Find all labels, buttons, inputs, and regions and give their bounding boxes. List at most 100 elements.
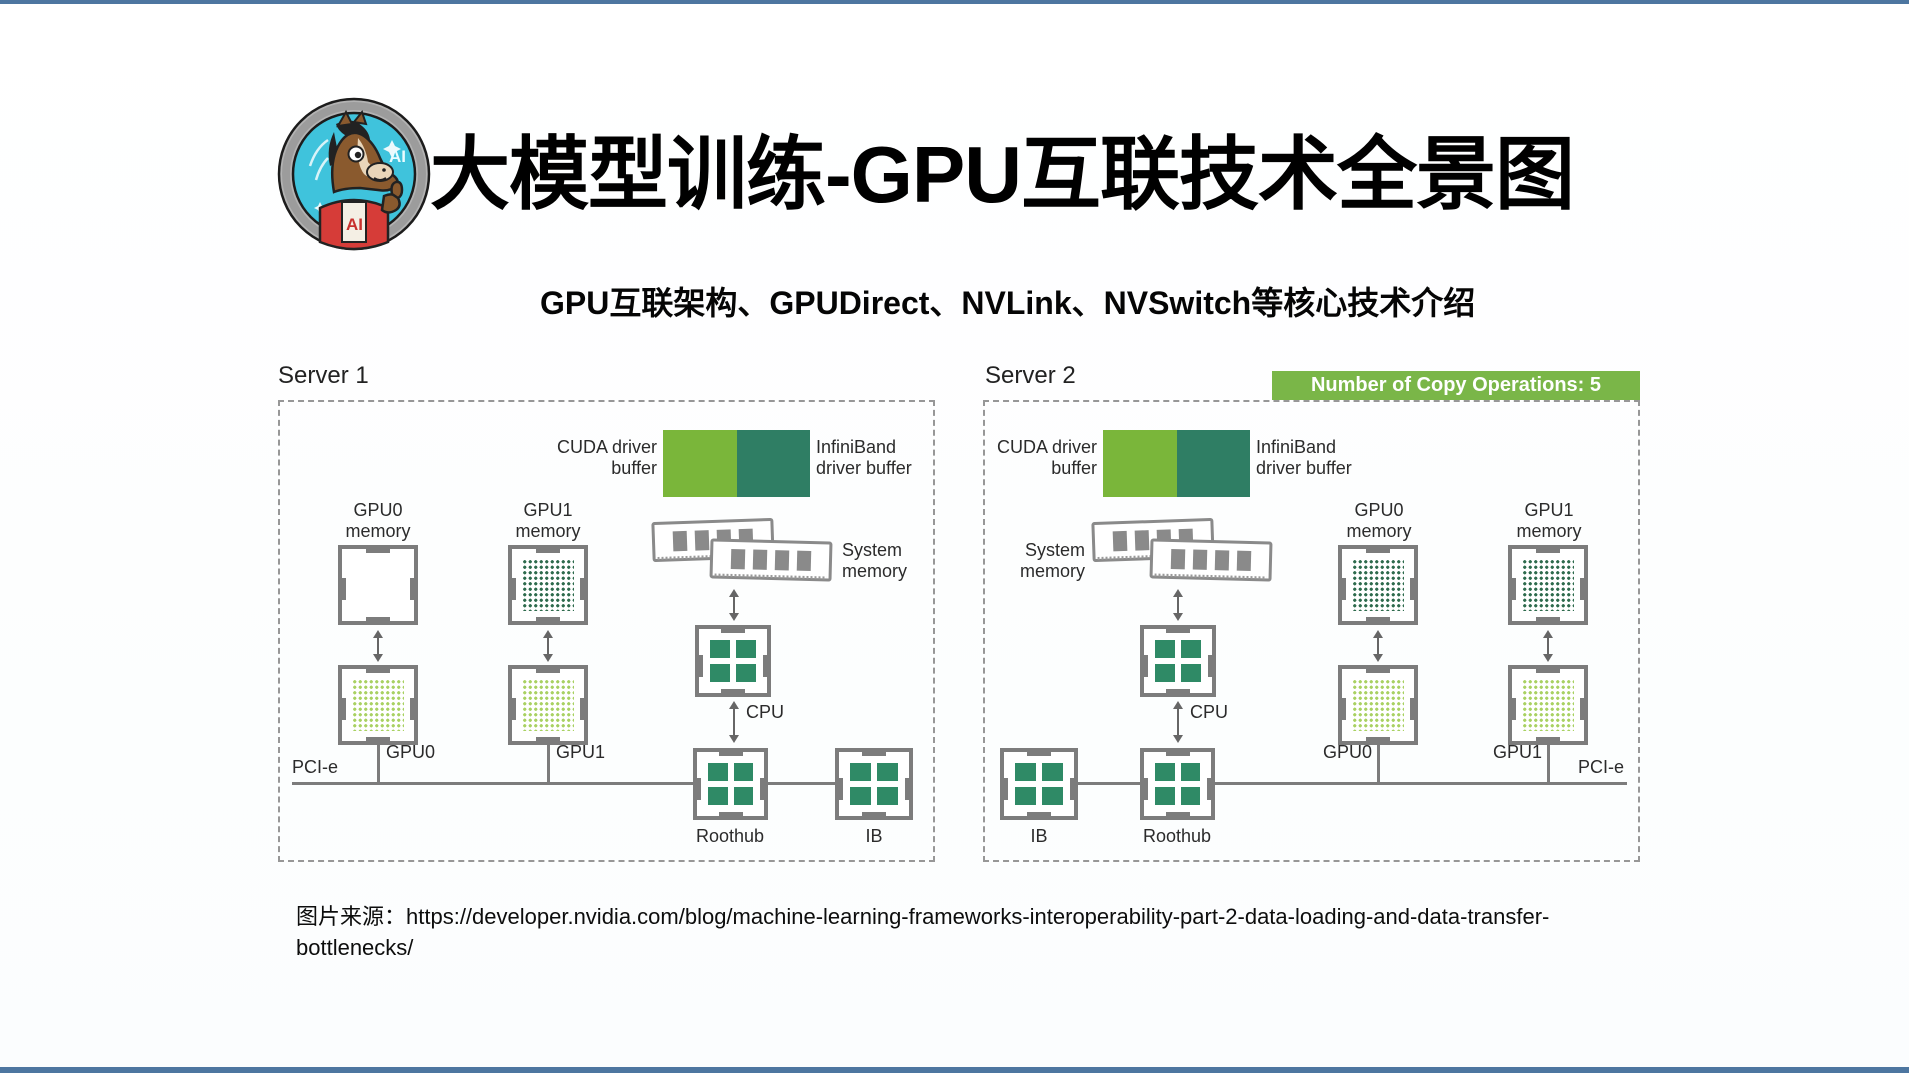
s1-gpu1-mem-arrow bbox=[543, 630, 553, 662]
ram-chip-bar bbox=[1236, 550, 1252, 572]
chip-tab bbox=[1027, 750, 1051, 756]
chip-tab bbox=[1165, 812, 1190, 818]
s1-gpu0-bus-connector bbox=[377, 745, 380, 783]
chip-tab bbox=[718, 812, 743, 818]
s1-cuda-buffer-line2: buffer bbox=[611, 458, 657, 478]
s1-gpu1-memory-label: GPU1 memory bbox=[497, 500, 599, 542]
s2-system-memory-modules bbox=[1091, 517, 1277, 586]
image-source-citation: 图片来源：https://developer.nvidia.com/blog/m… bbox=[296, 901, 1644, 963]
chip-tab bbox=[340, 697, 346, 720]
s1-gpu1-memory-die bbox=[522, 559, 574, 611]
s1-roothub-ib-link bbox=[768, 782, 835, 785]
s2-driver-buffer-rect bbox=[1103, 430, 1250, 497]
s1-ib-die bbox=[850, 763, 898, 805]
ram-chip-bar bbox=[796, 550, 812, 572]
chip-tab bbox=[1536, 547, 1560, 553]
s2-gpu1-memory-chip bbox=[1508, 545, 1588, 625]
chip-tab bbox=[1366, 667, 1390, 673]
chip-tab bbox=[1027, 812, 1051, 818]
s1-gpu0-memory-label: GPU0 memory bbox=[327, 500, 429, 542]
ai-horse-logo-graphic: AI AI bbox=[277, 97, 431, 251]
s1-gpu0-mem-arrow bbox=[373, 630, 383, 662]
s1-cpu-die bbox=[710, 640, 756, 682]
s1-infiniband-buffer-swatch bbox=[736, 430, 810, 497]
server1-boundary bbox=[278, 400, 935, 862]
s1-cuda-buffer-line1: CUDA driver bbox=[556, 437, 657, 457]
chip-tab bbox=[1366, 737, 1390, 743]
s1-gpu1-memory-line2: memory bbox=[515, 521, 581, 541]
chip-tab bbox=[862, 812, 886, 818]
s1-infiniband-line1: InfiniBand bbox=[816, 437, 897, 457]
page-title: 大模型训练-GPU互联技术全景图 bbox=[430, 130, 1575, 219]
chip-tab bbox=[366, 737, 390, 743]
s1-roothub-die bbox=[708, 763, 753, 805]
chip-tab bbox=[1340, 577, 1346, 600]
s1-pcie-label: PCI-e bbox=[292, 757, 339, 777]
chip-tab bbox=[1410, 697, 1416, 720]
ram-chip-bar bbox=[694, 530, 710, 551]
s2-gpu0-chip bbox=[1338, 665, 1418, 745]
top-frame-bar bbox=[0, 0, 1909, 4]
s1-gpu1-memory-chip bbox=[508, 545, 588, 625]
s2-gpu1-memory-line1: GPU1 bbox=[1524, 500, 1574, 520]
s1-gpu0-label: GPU0 bbox=[386, 742, 436, 762]
chip-tab bbox=[1580, 697, 1586, 720]
chip-tab bbox=[1536, 737, 1560, 743]
chip-tab bbox=[721, 627, 745, 633]
page-subtitle: GPU互联架构、GPUDirect、NVLink、NVSwitch等核心技术介绍 bbox=[540, 285, 1476, 321]
s2-cpu-roothub-arrow bbox=[1173, 701, 1183, 743]
s2-gpu0-memory-line1: GPU0 bbox=[1354, 500, 1404, 520]
s2-cpu-label: CPU bbox=[1190, 702, 1229, 722]
s1-gpu0-memory-line1: GPU0 bbox=[353, 500, 403, 520]
s1-ib-label: IB bbox=[865, 826, 883, 846]
ram-chip-bar bbox=[1112, 530, 1128, 552]
s2-cuda-buffer-swatch bbox=[1103, 430, 1177, 497]
s2-ram-cpu-arrow bbox=[1173, 589, 1183, 621]
chip-tab bbox=[1165, 750, 1190, 756]
s1-roothub-label: Roothub bbox=[695, 826, 765, 846]
s2-cpu-chip bbox=[1140, 625, 1216, 697]
source-prefix: 图片来源： bbox=[296, 904, 407, 929]
chip-tab bbox=[1510, 697, 1516, 720]
s1-infiniband-buffer-label: InfiniBand driver buffer bbox=[816, 437, 966, 479]
s1-cuda-buffer-swatch bbox=[663, 430, 737, 497]
chip-tab bbox=[1166, 627, 1190, 633]
s2-gpu0-memory-line2: memory bbox=[1346, 521, 1412, 541]
server2-boundary bbox=[983, 400, 1640, 862]
s1-system-memory-line1: System bbox=[842, 540, 903, 560]
s2-gpu1-die bbox=[1522, 679, 1574, 731]
s1-gpu1-label: GPU1 bbox=[556, 742, 606, 762]
ram-stick bbox=[1149, 538, 1273, 582]
chip-tab bbox=[1510, 577, 1516, 600]
s1-cpu-roothub-arrow bbox=[729, 701, 739, 743]
chip-tab bbox=[510, 697, 516, 720]
ram-chip-bar bbox=[752, 549, 768, 570]
s2-cuda-buffer-label: CUDA driver buffer bbox=[960, 437, 1097, 479]
s2-gpu1-chip bbox=[1508, 665, 1588, 745]
s2-gpu0-memory-die bbox=[1352, 559, 1404, 611]
ram-chip-bar bbox=[1170, 548, 1186, 570]
s1-gpu1-die bbox=[522, 679, 574, 731]
s1-system-memory-line2: memory bbox=[842, 561, 908, 581]
s2-roothub-chip bbox=[1140, 748, 1215, 820]
s1-gpu1-chip bbox=[508, 665, 588, 745]
s2-gpu0-bus-connector bbox=[1377, 745, 1380, 783]
chip-tab bbox=[1142, 654, 1148, 677]
chip-tab bbox=[410, 577, 416, 600]
s2-cuda-buffer-line2: buffer bbox=[1051, 458, 1097, 478]
chip-tab bbox=[536, 667, 560, 673]
chip-tab bbox=[1142, 777, 1148, 800]
chip-tab bbox=[760, 777, 766, 800]
s2-roothub-die bbox=[1155, 763, 1200, 805]
s2-gpu0-mem-arrow bbox=[1373, 630, 1383, 662]
s2-infiniband-line1: InfiniBand bbox=[1256, 437, 1337, 457]
s1-gpu0-chip bbox=[338, 665, 418, 745]
chip-tab bbox=[1166, 689, 1190, 695]
s2-infiniband-line2: driver buffer bbox=[1256, 458, 1352, 478]
s2-pcie-label: PCI-e bbox=[1578, 757, 1625, 777]
s2-gpu0-die bbox=[1352, 679, 1404, 731]
chip-tab bbox=[580, 577, 586, 600]
s1-cpu-label: CPU bbox=[746, 702, 785, 722]
chip-tab bbox=[1070, 777, 1076, 800]
